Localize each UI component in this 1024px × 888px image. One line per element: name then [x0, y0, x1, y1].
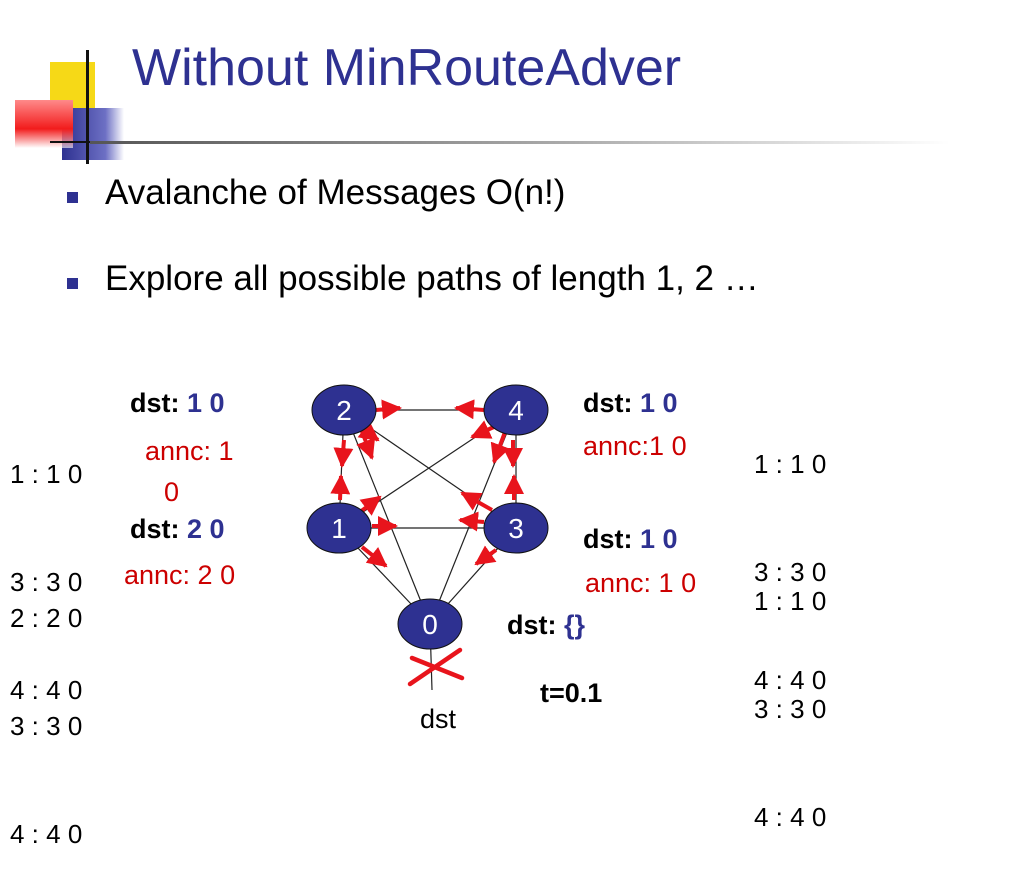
node-0: 0 [397, 598, 463, 650]
node-3-label: 3 [508, 513, 524, 544]
arrow-3-to-0 [474, 545, 498, 566]
arrow-2-to-1 [333, 439, 354, 468]
table-row: 1 : 1 0 [754, 449, 827, 479]
node2-annc-label: annc: 1 0 [145, 431, 234, 513]
node1-dst-label: dst: 2 0 [130, 514, 225, 545]
dst-value: 1 0 [640, 524, 678, 554]
table-row: 1 : 1 0 [10, 459, 83, 489]
node2-dst-label: dst: 1 0 [130, 388, 225, 419]
node-2-label: 2 [336, 395, 352, 426]
arrow-4-to-1 [470, 420, 497, 439]
table-row: 4 : 4 0 [754, 802, 827, 832]
node4-annc-label: annc:1 0 [583, 431, 687, 461]
arrow-4-to-0 [490, 431, 510, 464]
node-2: 2 [311, 384, 377, 436]
dst-value: {} [564, 610, 586, 640]
title-underline [90, 141, 950, 144]
table-row: 3 : 3 0 [754, 694, 827, 724]
graph-nodes: 2 4 1 3 0 [306, 384, 549, 650]
dst-prefix: dst: [130, 388, 180, 418]
message-arrows [330, 399, 524, 568]
dst-prefix: dst: [507, 610, 557, 640]
time-label: t=0.1 [540, 678, 603, 708]
bullet-text-1: Avalanche of Messages O(n!) [105, 173, 566, 212]
arrow-2-to-3 [357, 421, 380, 442]
table-row: 2 : 2 0 [10, 603, 83, 633]
arrow-1-to-2 [330, 474, 351, 501]
arrow-3-to-2 [460, 491, 493, 512]
arrow-2-to-4 [375, 399, 402, 420]
logo-vertical-line [86, 50, 89, 164]
node4-dst-label: dst: 1 0 [583, 388, 678, 419]
node-1: 1 [306, 502, 372, 554]
table-row: 4 : 4 0 [10, 819, 83, 849]
slide-logo [0, 0, 140, 170]
arrow-1-to-0 [360, 545, 388, 568]
node1-annc-label: annc: 2 0 [124, 560, 236, 590]
node0-dst-label: dst: {} [507, 610, 585, 641]
bullet-marker-1 [67, 192, 78, 203]
table-row: 3 : 3 0 [10, 567, 83, 597]
bullet-text-2: Explore all possible paths of length 1, … [105, 259, 759, 298]
node-0-label: 0 [422, 609, 438, 640]
node3-annc-label: annc: 1 0 [585, 568, 697, 598]
link-failure-cross-icon [407, 647, 465, 687]
node-4-label: 4 [508, 395, 524, 426]
dst-value: 1 0 [187, 388, 225, 418]
arrow-3-to-1 [458, 511, 485, 532]
dst-prefix: dst: [130, 514, 180, 544]
node3-dst-label: dst: 1 0 [583, 524, 678, 555]
bullet-marker-2 [67, 278, 78, 289]
routing-table-top-right: 1 : 1 0 3 : 3 0 4 : 4 0 [754, 374, 826, 734]
table-row: 4 : 4 0 [754, 665, 827, 695]
dst-caption: dst [420, 704, 457, 734]
table-row: 4 : 4 0 [10, 675, 83, 705]
dst-value: 2 0 [187, 514, 225, 544]
arrow-4-to-2 [454, 399, 485, 420]
annc-line: 0 [164, 477, 180, 507]
dst-value: 1 0 [640, 388, 678, 418]
annc-line: annc: 1 [145, 436, 234, 466]
node-3: 3 [483, 502, 549, 554]
network-graph: 2 4 1 3 0 [306, 384, 549, 691]
routing-table-top-left: 1 : 1 0 3 : 3 0 4 : 4 0 [10, 384, 82, 744]
slide-title: Without MinRouteAdver [132, 39, 682, 97]
table-row: 3 : 3 0 [10, 711, 83, 741]
dst-prefix: dst: [583, 388, 633, 418]
arrow-2-to-0 [356, 425, 376, 460]
node-1-label: 1 [331, 513, 347, 544]
logo-red-square [15, 100, 73, 148]
dst-prefix: dst: [583, 524, 633, 554]
table-row: 3 : 3 0 [754, 557, 827, 587]
arrow-1-to-4 [358, 495, 382, 516]
table-row: 1 : 1 0 [754, 586, 827, 616]
node-4: 4 [483, 384, 549, 436]
